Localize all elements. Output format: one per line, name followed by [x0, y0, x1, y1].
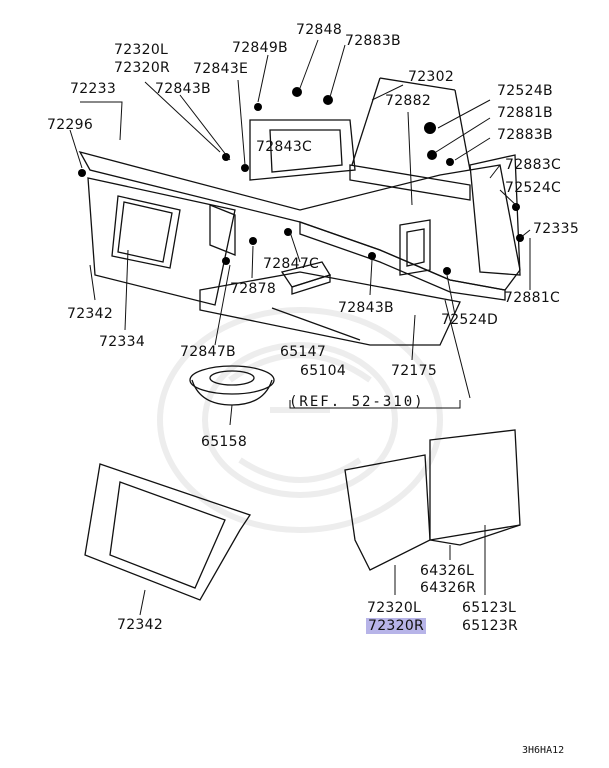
label-72524B: 72524B — [497, 83, 553, 99]
label-72847B: 72847B — [180, 344, 236, 360]
leader-lines — [69, 39, 531, 616]
label-72881B: 72881B — [497, 105, 553, 121]
label-72847C: 72847C — [263, 256, 320, 272]
label-72843B-top: 72843B — [155, 81, 211, 97]
label-72883C: 72883C — [505, 157, 562, 173]
label-72524D: 72524D — [441, 312, 499, 328]
panel-72334 — [87, 177, 236, 306]
fasteners — [78, 87, 524, 275]
label-72320R: 72320R — [114, 60, 171, 76]
label-72882: 72882 — [385, 93, 432, 109]
side-trim-72320 — [344, 429, 521, 571]
label-65104: 65104 — [300, 363, 347, 379]
label-72843C: 72843C — [256, 139, 313, 155]
label-72883B-top: 72883B — [345, 33, 401, 49]
reference-note: (REF. 52-310) — [289, 394, 425, 410]
label-64326R: 64326R — [420, 580, 477, 596]
label-72883B-right: 72883B — [497, 127, 553, 143]
label-72843B-mid: 72843B — [338, 300, 394, 316]
label-72881C: 72881C — [504, 290, 561, 306]
label-65147: 65147 — [280, 344, 327, 360]
label-65158: 65158 — [201, 434, 248, 450]
label-72175: 72175 — [391, 363, 438, 379]
label-72843E: 72843E — [193, 61, 249, 77]
board-72342 — [84, 463, 252, 601]
label-65123L: 65123L — [462, 600, 517, 616]
label-72302: 72302 — [408, 69, 455, 85]
diagram-code: 3H6HA12 — [522, 745, 565, 756]
rear-panel-72302 — [78, 77, 521, 301]
label-64326L: 64326L — [420, 563, 475, 579]
label-72320R-highlighted: 72320R — [366, 618, 427, 634]
label-72233: 72233 — [70, 81, 117, 97]
label-72342-lower: 72342 — [117, 617, 164, 633]
watermark-emblem — [157, 307, 443, 533]
label-72296: 72296 — [47, 117, 94, 133]
label-72320L-lower: 72320L — [367, 600, 422, 616]
block-72847C — [280, 261, 331, 295]
label-72849B: 72849B — [232, 40, 288, 56]
label-72335: 72335 — [533, 221, 580, 237]
label-72342-upper: 72342 — [67, 306, 114, 322]
label-72848: 72848 — [296, 22, 343, 38]
floor-board-65104 — [199, 271, 461, 346]
label-65123R: 65123R — [462, 618, 519, 634]
label-72334: 72334 — [99, 334, 146, 350]
label-72878: 72878 — [230, 281, 277, 297]
label-72524C: 72524C — [505, 180, 562, 196]
tray-65158 — [189, 365, 275, 406]
label-72320L: 72320L — [114, 42, 169, 58]
